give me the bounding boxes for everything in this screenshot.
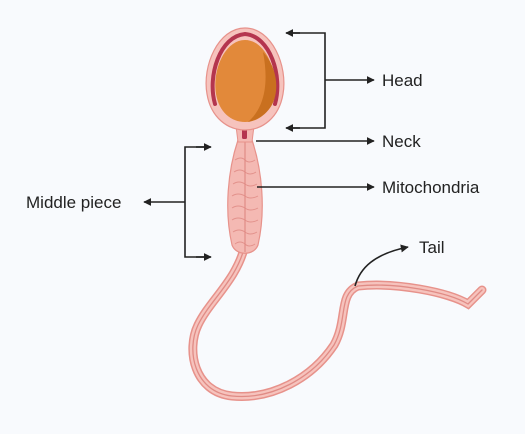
head-pointer-bracket bbox=[288, 32, 326, 129]
acrosome-cap bbox=[210, 31, 280, 106]
tail-axoneme-line bbox=[192, 244, 483, 398]
middle-piece-pointer-bracket bbox=[184, 146, 210, 258]
label-middle-piece: Middle piece bbox=[26, 193, 121, 212]
nucleus-shape bbox=[215, 40, 275, 122]
tail-pointer-arrow bbox=[354, 244, 409, 287]
label-head: Head bbox=[382, 71, 423, 90]
label-neck: Neck bbox=[382, 132, 421, 151]
nucleus-shadow bbox=[248, 52, 277, 122]
neck-centriole-mark bbox=[242, 128, 247, 139]
label-mitochondria: Mitochondria bbox=[382, 178, 480, 197]
label-tail: Tail bbox=[419, 238, 445, 257]
